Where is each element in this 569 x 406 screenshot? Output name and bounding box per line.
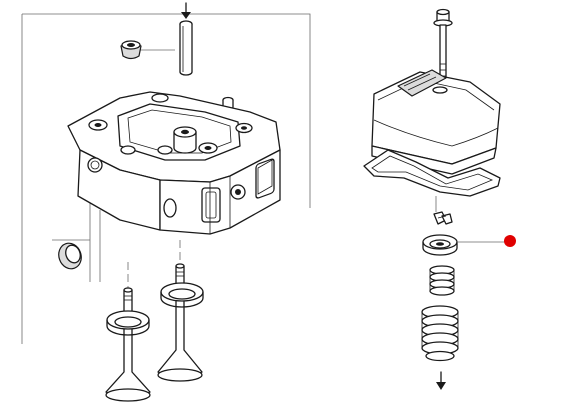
exhaust-valve (105, 287, 151, 402)
cylinder-head (67, 91, 281, 235)
core-plug (58, 242, 82, 270)
valve-guide (179, 20, 193, 76)
left-frame-lines (21, 13, 311, 344)
valve-cover (371, 69, 501, 175)
down-arrow-icon (181, 2, 191, 19)
intake-valve (157, 263, 204, 382)
valve-stem-seal (120, 40, 142, 60)
valve-centerlines (127, 240, 181, 288)
inner-valve-spring (429, 265, 455, 296)
cover-bolt (433, 8, 453, 87)
cover-gasket (363, 149, 501, 197)
valve-collets (433, 211, 453, 225)
down-arrow-icon (436, 371, 446, 390)
highlight-marker[interactable] (504, 235, 516, 247)
spring-retainer (422, 234, 458, 256)
outer-valve-spring (421, 305, 459, 362)
